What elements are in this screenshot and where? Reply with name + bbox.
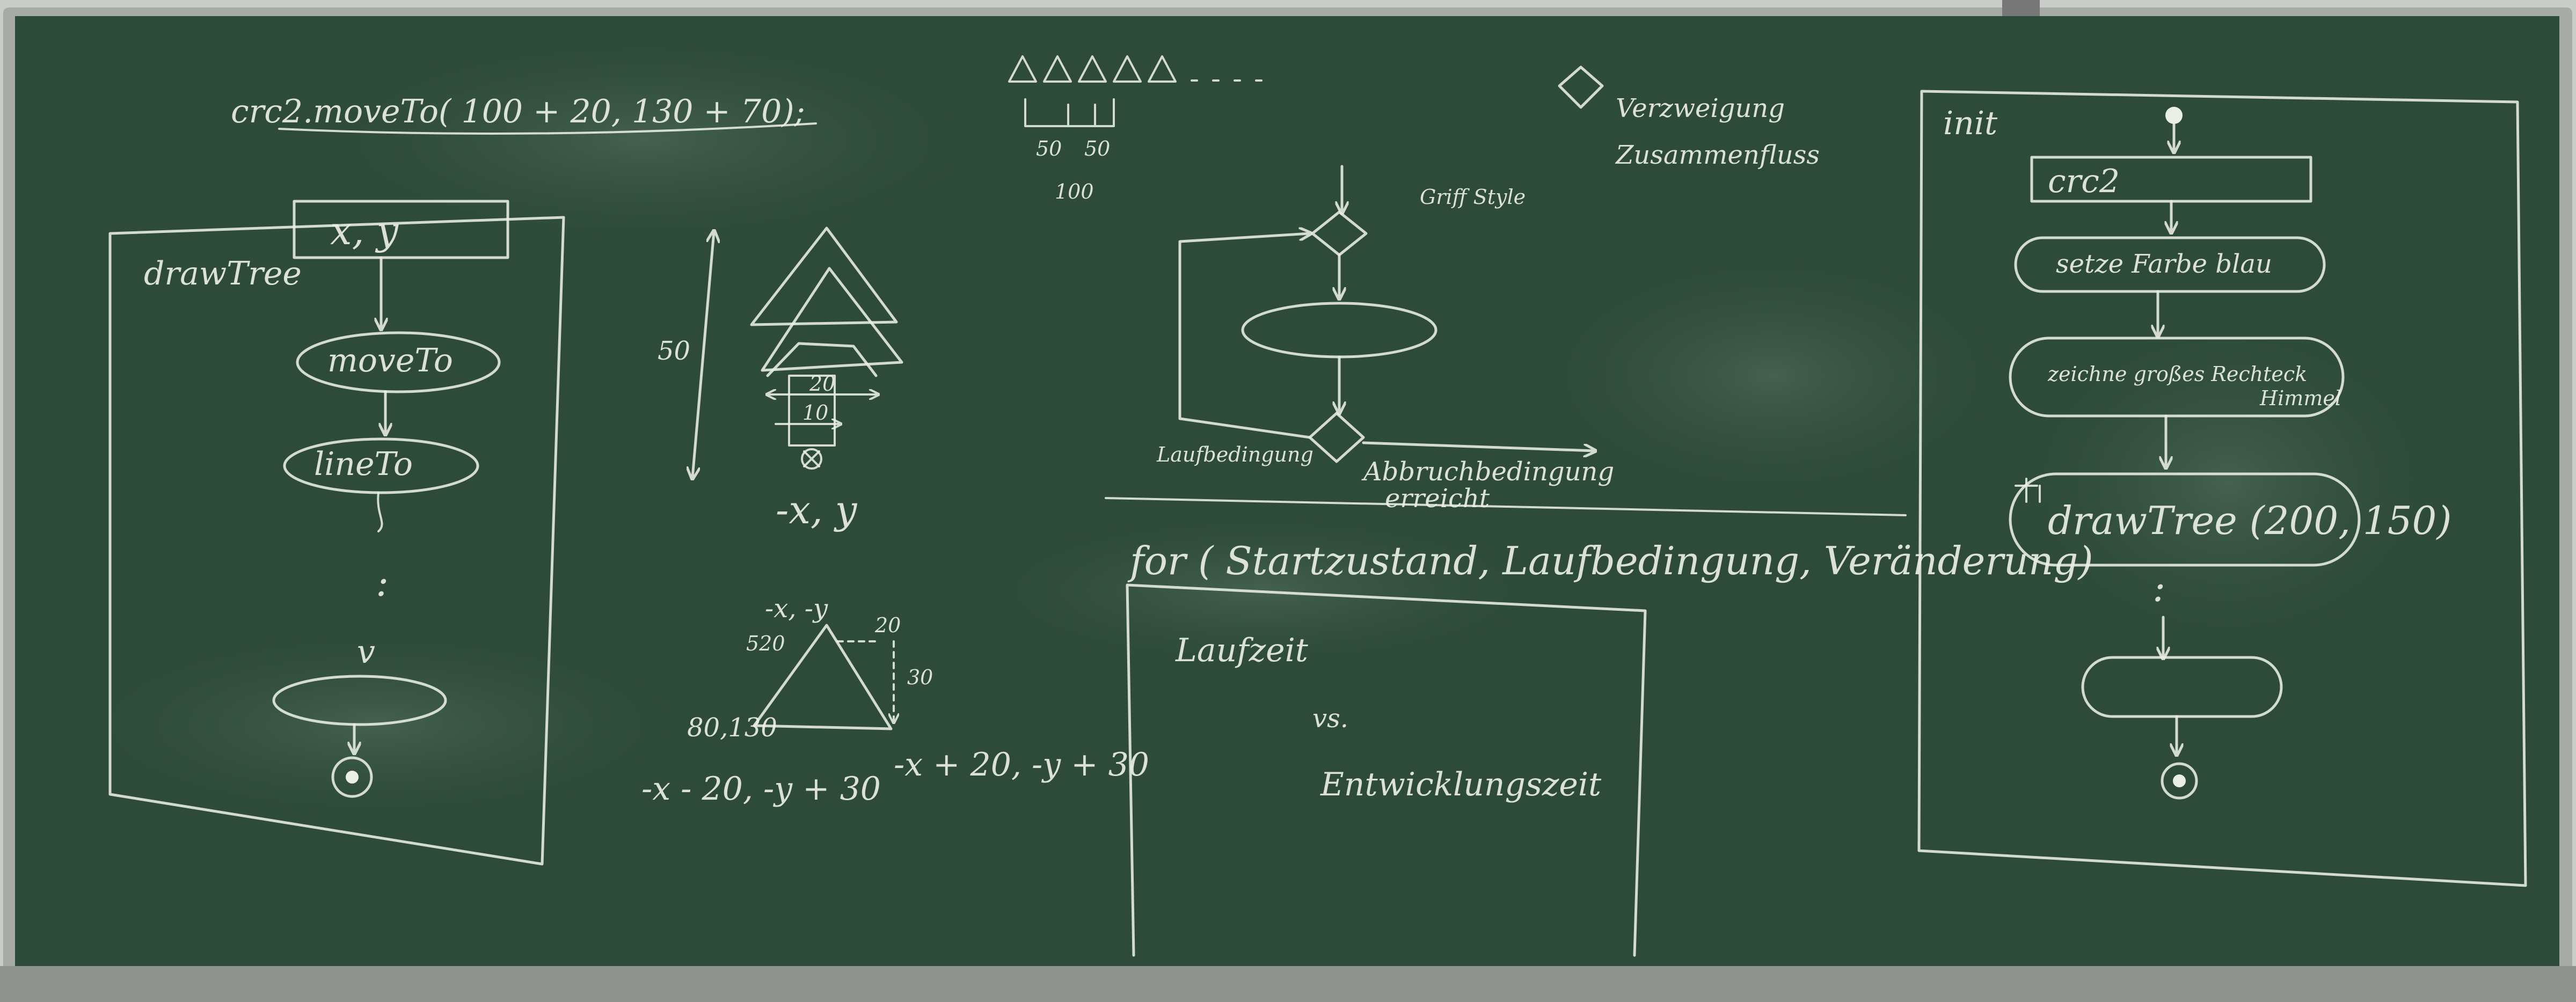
chalk-tray xyxy=(0,966,2576,1002)
expr-left: -x - 20, -y + 30 xyxy=(641,770,881,808)
label-x-y: -x, y xyxy=(776,487,858,532)
loop-condition-label: Laufbedingung xyxy=(1156,443,1313,466)
expr-right: -x + 20, -y + 30 xyxy=(894,746,1149,784)
scale-100: 100 xyxy=(1055,180,1094,203)
runtime-line-3: Entwicklungszeit xyxy=(1320,766,1602,803)
flow-v: v xyxy=(357,633,375,671)
init-end-node-dot xyxy=(2173,774,2186,787)
node-empty xyxy=(272,675,447,726)
triangle-top xyxy=(750,226,898,326)
loop-exit-label-1: Abbruchbedingung xyxy=(1361,457,1614,487)
legend-branch: Verzweigung xyxy=(1616,93,1785,123)
legend-merge: Zusammenfluss xyxy=(1615,140,1820,170)
init-title: init xyxy=(1943,105,1998,142)
params-box xyxy=(293,200,509,259)
triangle-left-label: 520 xyxy=(746,632,785,655)
dim-10-label: 10 xyxy=(802,401,828,425)
init-node-rect-label: zeichne großes Rechteck xyxy=(2047,362,2307,386)
loop-exit-label-2: erreicht xyxy=(1385,484,1490,514)
init-node-drawtree-mark xyxy=(2015,478,2041,503)
init-dots: : xyxy=(2152,565,2165,610)
init-node-color xyxy=(2014,236,2326,293)
init-end-node xyxy=(2161,762,2198,800)
init-node-drawtree xyxy=(2009,472,2361,567)
board-clip xyxy=(2002,0,2040,16)
triangle-lower xyxy=(766,342,878,377)
init-frame xyxy=(1917,90,2527,887)
flow-dots: : xyxy=(376,560,389,605)
loop-back-edge xyxy=(1178,233,1310,439)
trunk-origin-x xyxy=(803,450,820,467)
for-divider xyxy=(1105,497,1907,516)
small-triangles xyxy=(1008,55,1263,83)
end-node-dot xyxy=(346,771,359,784)
triangle-right-label: 20 xyxy=(874,613,901,637)
triangle-corner-label: 80,130 xyxy=(687,713,777,743)
ghost-text: Griff Style xyxy=(1420,185,1526,209)
triangle-right-30: 30 xyxy=(907,665,933,689)
diamond-legend-icon xyxy=(1558,65,1604,109)
triangle-middle xyxy=(761,267,903,372)
init-node-rect-sub: Himmel xyxy=(2259,386,2341,410)
scale-50b: 50 xyxy=(1084,137,1110,160)
code-line: crc2.moveTo( 100 + 20, 130 + 70); xyxy=(231,93,805,130)
triangle-example xyxy=(753,624,893,730)
dim-20-label: 20 xyxy=(809,372,835,396)
node-lineto xyxy=(283,437,479,494)
trunk xyxy=(788,375,836,447)
node-moveto-label: moveTo xyxy=(327,342,453,379)
scale-50a: 50 xyxy=(1036,137,1062,160)
loop-branch-diamond xyxy=(1308,412,1365,463)
params-label: x, y xyxy=(330,208,399,253)
end-node xyxy=(331,756,373,798)
arrow-3 xyxy=(377,492,383,532)
code-underline xyxy=(278,122,817,135)
height-label: 50 xyxy=(658,336,690,366)
init-node-color-label: setze Farbe blau xyxy=(2056,249,2272,279)
loop-exit-edge xyxy=(1362,441,1594,451)
drawtree-title: drawTree xyxy=(144,255,302,292)
runtime-line-1: Laufzeit xyxy=(1175,632,1309,669)
node-lineto-label: lineTo xyxy=(314,445,413,483)
node-moveto xyxy=(296,331,501,393)
init-start-node xyxy=(2165,107,2183,124)
loop-merge-diamond xyxy=(1311,210,1368,257)
init-node-drawtree-label: drawTree (200, 150) xyxy=(2048,498,2451,543)
runtime-box xyxy=(1126,583,1647,957)
init-node-empty xyxy=(2081,656,2283,718)
height-arrow xyxy=(692,232,714,478)
triangle-top-label: -x, -y xyxy=(765,594,828,624)
init-node-rect xyxy=(2009,337,2345,418)
for-statement: for ( Startzustand, Laufbedingung, Verän… xyxy=(1127,538,2093,583)
runtime-line-2: vs. xyxy=(1312,704,1348,734)
init-node-crc2-label: crc2 xyxy=(2048,163,2120,200)
scale-bracket xyxy=(1024,98,1115,127)
trunk-origin xyxy=(801,448,822,470)
drawtree-frame xyxy=(108,216,565,866)
